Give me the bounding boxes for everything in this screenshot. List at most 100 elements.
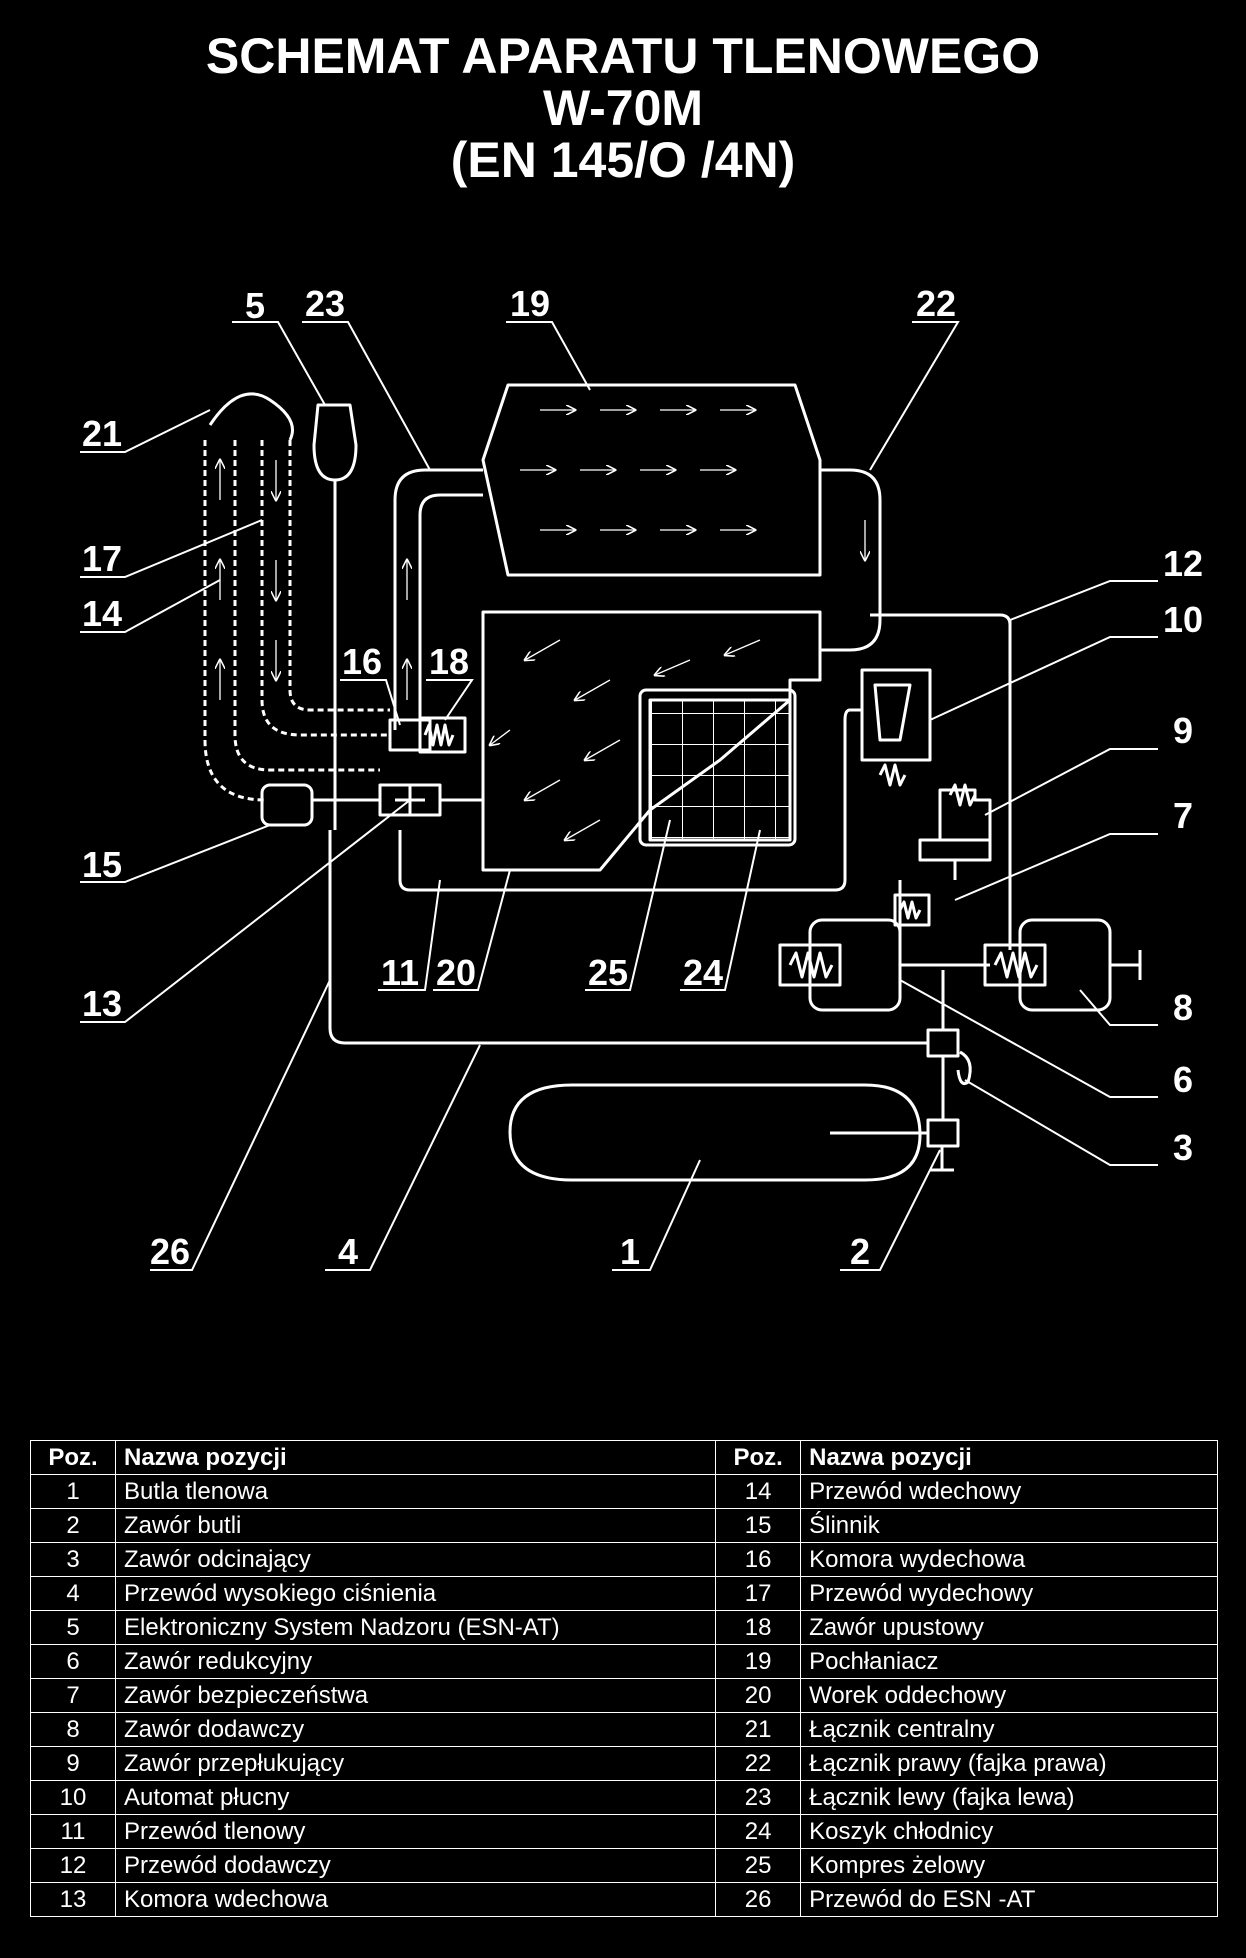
callout-6: 6: [1173, 1059, 1193, 1100]
row-name-left: Zawór redukcyjny: [114, 1644, 717, 1679]
reduction-valve: [778, 918, 990, 1012]
callout-13: 13: [82, 983, 122, 1024]
table-header-row: Poz. Nazwa pozycji Poz. Nazwa pozycji: [30, 1440, 1218, 1475]
row-poz-left: 2: [30, 1508, 116, 1543]
row-name-left: Zawór bezpieczeństwa: [114, 1678, 717, 1713]
row-name-right: Worek oddechowy: [800, 1678, 1218, 1713]
title-line-2: W-70M: [542, 80, 704, 136]
leader-25: [585, 819, 671, 991]
leader-12: [1009, 580, 1158, 621]
callout-3: 3: [1173, 1127, 1193, 1168]
row-name-left: Butla tlenowa: [114, 1474, 717, 1509]
row-name-right: Łącznik centralny: [800, 1712, 1218, 1747]
callout-22: 22: [916, 283, 956, 324]
inhalation-hose: [203, 440, 266, 802]
cylinder-valve: [830, 1118, 960, 1172]
exhalation-hose: [260, 440, 390, 737]
leader-26: [150, 979, 331, 1271]
leader-14: [80, 579, 221, 633]
row-poz-right: 20: [715, 1678, 802, 1713]
callout-7: 7: [1173, 795, 1193, 836]
row-name-right: Przewód wydechowy: [800, 1576, 1218, 1611]
callout-26: 26: [150, 1231, 190, 1272]
title-line-1: SCHEMAT APARATU TLENOWEGO: [205, 28, 1041, 84]
callout-25: 25: [588, 952, 628, 993]
callout-1: 1: [620, 1231, 640, 1272]
row-poz-right: 14: [715, 1474, 802, 1509]
spittoon: [260, 783, 314, 827]
row-name-left: Elektroniczny System Nadzoru (ESN-AT): [114, 1610, 717, 1645]
dosing-valve: [983, 918, 1142, 1012]
row-name-left: Zawór butli: [114, 1508, 717, 1543]
row-name-left: Przewód tlenowy: [114, 1814, 717, 1849]
cooler-basket: [648, 698, 792, 842]
leader-22: [869, 321, 960, 471]
row-poz-right: 18: [715, 1610, 802, 1645]
callout-24: 24: [683, 952, 723, 993]
callout-20: 20: [436, 952, 476, 993]
header-poz-right: Poz.: [715, 1440, 802, 1475]
row-name-right: Przewód wdechowy: [800, 1474, 1218, 1509]
row-name-right: Łącznik lewy (fajka lewa): [800, 1780, 1218, 1815]
callout-23: 23: [305, 283, 345, 324]
row-name-left: Przewód dodawczy: [114, 1848, 717, 1883]
row-poz-right: 17: [715, 1576, 802, 1611]
diagram-title: SCHEMAT APARATU TLENOWEGO W-70M (EN 145/…: [0, 30, 1246, 186]
callout-10: 10: [1163, 599, 1203, 640]
leader-13: [80, 799, 411, 1023]
row-poz-left: 11: [30, 1814, 116, 1849]
callout-19: 19: [510, 283, 550, 324]
oxygen-apparatus-diagram: 1 2 3 4 5 6 7 8 9 10 11 12 13 14 15 16 1…: [80, 283, 1203, 1272]
row-name-right: Pochłaniacz: [800, 1644, 1218, 1679]
leader-5: [232, 321, 326, 406]
leader-17: [80, 519, 263, 578]
row-poz-right: 16: [715, 1542, 802, 1577]
leader-7: [954, 833, 1158, 901]
row-poz-right: 23: [715, 1780, 802, 1815]
row-name-right: Koszyk chłodnicy: [800, 1814, 1218, 1849]
callout-18: 18: [429, 641, 469, 682]
callout-4: 4: [338, 1231, 358, 1272]
leader-8: [1079, 989, 1158, 1026]
leader-23: [302, 321, 431, 471]
leader-18: [426, 679, 474, 721]
callout-16: 16: [342, 641, 382, 682]
row-poz-left: 9: [30, 1746, 116, 1781]
callout-8: 8: [1173, 987, 1193, 1028]
row-name-right: Łącznik prawy (fajka prawa): [800, 1746, 1218, 1781]
row-name-left: Zawór dodawczy: [114, 1712, 717, 1747]
callout-12: 12: [1163, 543, 1203, 584]
leader-20: [433, 869, 511, 991]
central-connector: [208, 392, 294, 441]
gel-compress: [638, 688, 797, 847]
oxygen-cylinder: [508, 1083, 922, 1182]
row-name-right: Komora wydechowa: [800, 1542, 1218, 1577]
esn-monitor: [312, 403, 358, 830]
leader-21: [80, 409, 211, 453]
row-poz-left: 13: [30, 1882, 116, 1917]
lung-demand-valve: [398, 668, 932, 892]
right-connector: [820, 468, 882, 652]
header-poz-left: Poz.: [30, 1440, 116, 1475]
flush-valve: [918, 783, 992, 880]
row-poz-left: 8: [30, 1712, 116, 1747]
callout-2: 2: [850, 1231, 870, 1272]
row-name-right: Zawór upustowy: [800, 1610, 1218, 1645]
row-poz-right: 22: [715, 1746, 802, 1781]
leader-16: [340, 679, 401, 726]
row-poz-left: 1: [30, 1474, 116, 1509]
callout-9: 9: [1173, 710, 1193, 751]
row-poz-left: 6: [30, 1644, 116, 1679]
row-poz-right: 24: [715, 1814, 802, 1849]
shut-off-valve: [926, 1028, 972, 1120]
row-name-left: Zawór przepłukujący: [114, 1746, 717, 1781]
